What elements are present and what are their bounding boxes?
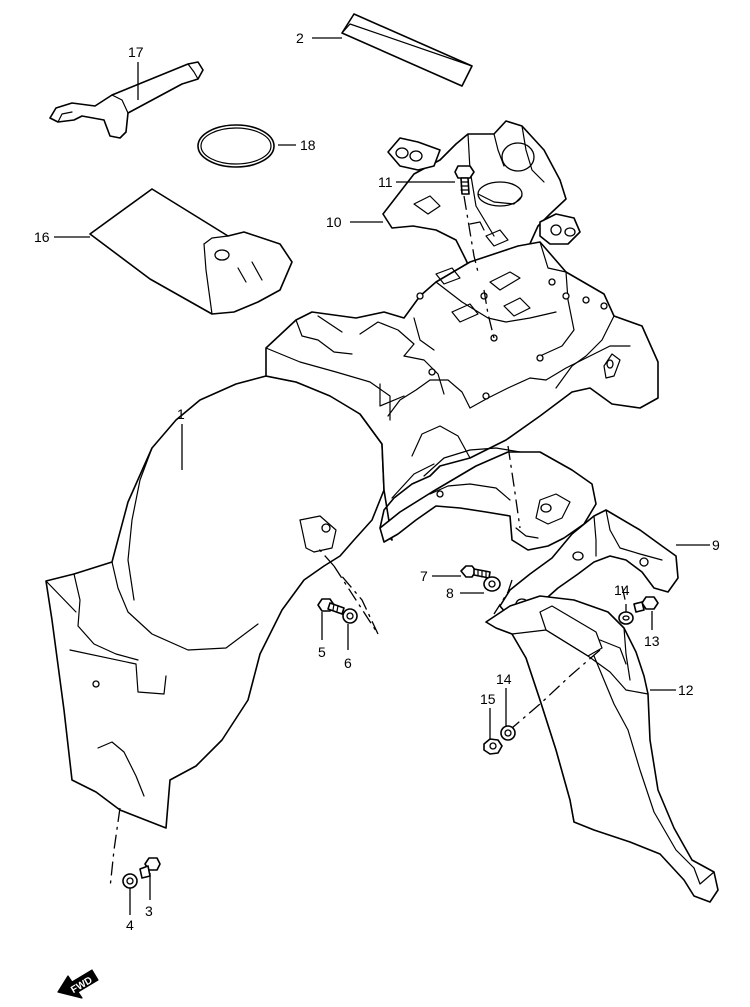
part-14-washer-lower (500, 725, 516, 741)
callout-17: 17 (128, 44, 144, 60)
fender-lower-rails (379, 447, 597, 551)
part-18-o-ring (197, 124, 275, 168)
part-3-screw (139, 857, 161, 879)
callout-16: 16 (34, 229, 50, 245)
fwd-arrow-icon: FWD (57, 969, 99, 999)
part-11-bolt (454, 165, 475, 195)
part-5-screw (317, 598, 345, 615)
part-15-nut (483, 738, 503, 755)
part-1-rear-fender (45, 241, 659, 829)
callout-12: 12 (678, 682, 694, 698)
callout-18: 18 (300, 137, 316, 153)
callout-labels: 2 17 18 11 10 16 1 9 7 8 14 13 5 6 14 12… (34, 30, 720, 933)
callout-5: 5 (318, 644, 326, 660)
part-4-washer (122, 873, 138, 889)
callout-1: 1 (177, 406, 185, 422)
callout-3: 3 (145, 903, 153, 919)
part-10-bracket (382, 120, 581, 275)
callout-10: 10 (326, 214, 342, 230)
part-7-screw (460, 565, 491, 579)
callout-4: 4 (126, 917, 134, 933)
part-6-washer (342, 608, 358, 624)
callout-11: 11 (378, 174, 393, 190)
callout-14-lower: 14 (496, 671, 512, 687)
leader-lines (54, 37, 710, 915)
part-12-mudguard (485, 595, 719, 903)
part-14-washer-upper (618, 611, 634, 625)
callout-8: 8 (446, 585, 454, 601)
fwd-label: FWD (69, 975, 94, 996)
callout-9: 9 (712, 537, 720, 553)
part-16-tool-bag (89, 188, 293, 315)
part-17-wrench (49, 61, 204, 139)
callout-13: 13 (644, 633, 660, 649)
assembly-lines (109, 195, 627, 889)
callout-14-upper: 14 (614, 582, 630, 598)
part-8-washer (483, 576, 501, 592)
callout-15: 15 (480, 691, 496, 707)
part-13-screw (633, 596, 659, 613)
callout-2: 2 (296, 30, 304, 46)
part-2-strip (341, 13, 473, 87)
callout-6: 6 (344, 655, 352, 671)
callout-7: 7 (420, 568, 428, 584)
